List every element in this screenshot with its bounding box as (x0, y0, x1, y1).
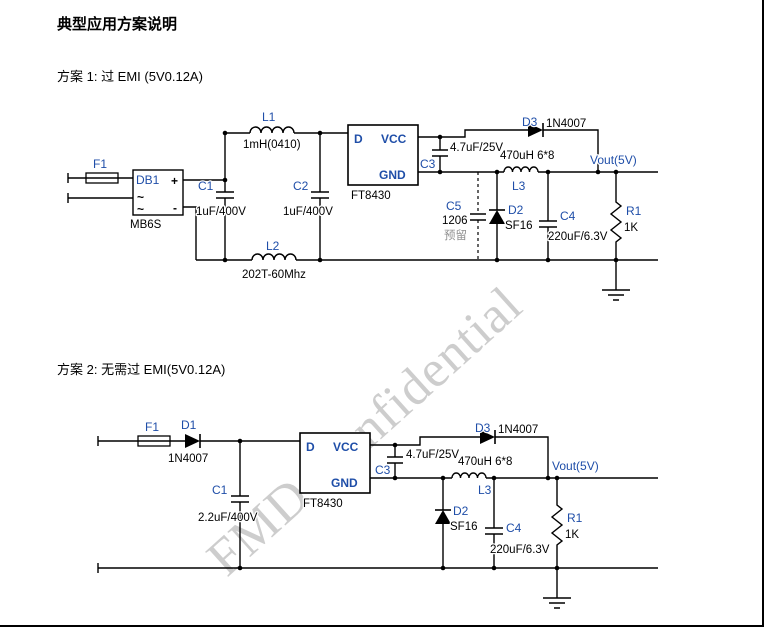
scheme1-circuit: F1 DB1 + ~ ~ - MB6S (67, 109, 658, 301)
s2-cap-c4: C4 220uF/6.3V (485, 478, 551, 568)
s1-c3-value-label: 4.7uF/25V (450, 142, 503, 154)
s1-cap-c5-reserved: C5 1206 预留 (441, 172, 486, 260)
s2-c4-ref-label: C4 (506, 521, 522, 535)
s1-inductor-l3: 470uH 6*8 L3 (499, 149, 556, 195)
s1-d3-ref-label: D3 (522, 115, 538, 129)
scheme1-heading: 方案 1: 过 EMI (5V0.12A) (57, 69, 203, 84)
s2-d1-value-label: 1N4007 (168, 453, 208, 465)
s2-d3-value-label: 1N4007 (498, 424, 538, 436)
s2-fuse-f1: F1 (137, 419, 171, 447)
s1-diode-d3: D3 1N4007 (521, 114, 588, 137)
s2-ground-symbol (543, 568, 571, 609)
s1-input-terminals (67, 173, 133, 203)
s1-r1-value-label: 1K (624, 222, 638, 234)
s1-junction-dots (222, 130, 619, 263)
s2-c1-ref-label: C1 (212, 483, 228, 497)
s1-c1-value-label: 1uF/400V (196, 206, 246, 218)
s1-l2-ref-label: L2 (266, 239, 280, 253)
s1-c5-ref-label: C5 (446, 199, 462, 213)
s1-d3-value-label: 1N4007 (546, 118, 586, 130)
s2-f1-ref-label: F1 (145, 420, 159, 434)
s2-diode-d2: D2 SF16 (435, 478, 479, 568)
s1-vout-label: Vout(5V) (590, 153, 637, 167)
s2-cap-c3: C3 4.7uF/25V (374, 445, 461, 478)
s2-ic-part-label: FT8430 (303, 498, 343, 510)
s2-c4-value-label: 220uF/6.3V (490, 544, 550, 556)
scheme2-heading: 方案 2: 无需过 EMI(5V0.12A) (57, 362, 226, 377)
s1-db1-part-label: MB6S (130, 219, 162, 231)
s1-wires (183, 129, 658, 261)
s1-cap-c4: C4 220uF/6.3V (539, 172, 609, 260)
s1-ic-pin-d-label: D (354, 132, 363, 146)
s1-inductor-l1: L1 1mH(0410) (242, 109, 302, 153)
s2-input-terminals (97, 436, 658, 573)
s2-c1-value-label: 2.2uF/400V (198, 512, 258, 524)
s2-junction-dots (237, 438, 560, 571)
s1-inductor-l2: L2 202T-60Mhz (241, 238, 308, 283)
s2-d2-ref-label: D2 (453, 504, 469, 518)
scheme2-circuit: F1 D1 1N4007 C1 2.2uF/400V D VCC (97, 417, 658, 609)
s2-wires (370, 436, 658, 479)
s2-d3-ref-label: D3 (475, 421, 491, 435)
s1-ic-part-label: FT8430 (351, 190, 391, 202)
s1-c1-ref-label: C1 (198, 179, 214, 193)
s1-r1-ref-label: R1 (626, 204, 642, 218)
s2-ic-pin-gnd-label: GND (331, 476, 358, 490)
s1-d2-value-label: SF16 (505, 220, 533, 232)
s2-c3-ref-label: C3 (375, 463, 391, 477)
s2-r1-ref-label: R1 (567, 511, 583, 525)
s1-db1-ac2-label: ~ (137, 202, 144, 216)
s1-db1-plus-label: + (171, 174, 178, 188)
s2-l3-ref-label: L3 (478, 483, 492, 497)
s1-f1-ref-label: F1 (93, 157, 107, 171)
s2-r1-value-label: 1K (565, 529, 579, 541)
page-title: 典型应用方案说明 (57, 16, 178, 33)
s1-diode-d2: D2 SF16 (489, 172, 534, 260)
s2-inductor-l3: 470uH 6*8 L3 (451, 455, 514, 498)
s1-l3-value-label: 470uH 6*8 (500, 150, 554, 162)
s2-d2-value-label: SF16 (450, 521, 478, 533)
s1-d2-ref-label: D2 (508, 203, 524, 217)
s2-d1-ref-label: D1 (181, 418, 197, 432)
s1-resistor-r1: R1 1K (609, 172, 643, 260)
s1-cap-c1: C1 1uF/400V (195, 133, 247, 260)
s1-ic-ft8430: D VCC GND FT8430 (347, 124, 419, 203)
s2-resistor-r1: R1 1K (550, 478, 584, 568)
s1-c5-value-label: 1206 (442, 215, 468, 227)
s1-db1-ac1-label: ~ (137, 190, 144, 204)
s1-l1-value-label: 1mH(0410) (243, 139, 301, 151)
s1-l3-ref-label: L3 (512, 179, 526, 193)
s1-ic-pin-gnd-label: GND (379, 168, 406, 182)
s1-fuse-f1: F1 (85, 156, 119, 184)
s2-diode-d3: D3 1N4007 (474, 420, 540, 444)
s1-c4-ref-label: C4 (560, 209, 576, 223)
s1-db1-minus-label: - (173, 201, 177, 215)
s1-c2-ref-label: C2 (293, 179, 309, 193)
s1-l1-ref-label: L1 (262, 110, 276, 124)
s2-c3-value-label: 4.7uF/25V (406, 449, 459, 461)
s1-c3-ref-label: C3 (420, 157, 436, 171)
s1-cap-c3: C3 4.7uF/25V (419, 137, 505, 172)
s2-vout-label: Vout(5V) (552, 459, 599, 473)
s2-ic-pin-d-label: D (306, 440, 315, 454)
s1-db1-ref-label: DB1 (136, 173, 160, 187)
s2-cap-c1: C1 2.2uF/400V (197, 441, 259, 568)
s1-ground-symbol (602, 260, 630, 301)
s1-c4-value-label: 220uF/6.3V (548, 231, 608, 243)
s1-cap-c2: C2 1uF/400V (282, 133, 334, 260)
s1-bridge-db1: DB1 + ~ ~ - MB6S (129, 169, 184, 232)
s2-ic-pin-vcc-label: VCC (333, 440, 359, 454)
s2-ic-ft8430: D VCC GND FT8430 (299, 432, 371, 511)
s1-c2-value-label: 1uF/400V (283, 206, 333, 218)
s1-c5-note-label: 预留 (444, 229, 467, 242)
s1-l2-value-label: 202T-60Mhz (242, 269, 306, 281)
s2-l3-value-label: 470uH 6*8 (458, 456, 512, 468)
s2-diode-d1: D1 1N4007 (167, 417, 210, 467)
s1-ic-pin-vcc-label: VCC (381, 132, 407, 146)
